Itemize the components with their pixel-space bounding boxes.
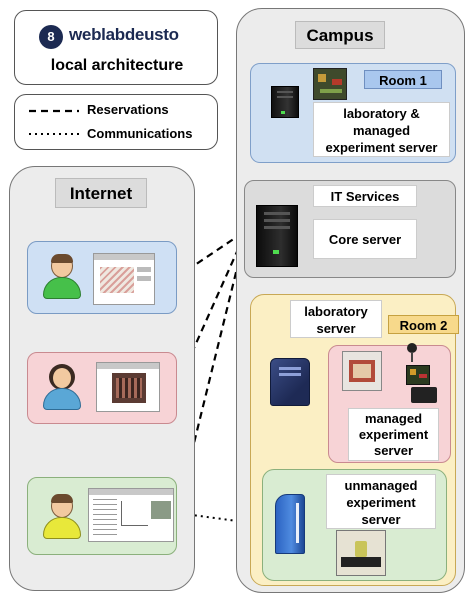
server-tower-icon (256, 205, 298, 267)
camera-icon (404, 343, 420, 365)
server-tower-icon (271, 86, 299, 118)
user-icon (43, 364, 81, 410)
user-icon (43, 254, 81, 300)
circuit-board-icon (313, 68, 347, 100)
user-icon (43, 494, 81, 540)
room1-label: Room 1 (364, 70, 442, 89)
room1-server-label: laboratory & managed experiment server (313, 102, 450, 157)
reservation-line-client3 (175, 239, 246, 513)
server-tower-icon (275, 494, 305, 554)
it-services-label: IT Services (313, 185, 417, 207)
communication-line-client3 (176, 512, 276, 527)
device-photo-icon (336, 530, 386, 576)
managed-server-label: managed experiment server (348, 408, 439, 461)
lab-screenshot (88, 488, 174, 542)
room2-label: Room 2 (388, 315, 459, 334)
lab-equipment-icon (342, 351, 382, 391)
unmanaged-server-label: unmanaged experiment server (326, 474, 436, 529)
campus-label: Campus (295, 21, 385, 49)
server-tower-icon (270, 358, 310, 406)
logo-icon: 8 (39, 25, 63, 49)
lab-screenshot (96, 362, 160, 412)
legend-reservations-label: Reservations (87, 102, 169, 117)
lab-screenshot (93, 253, 155, 305)
core-server-label: Core server (313, 219, 417, 259)
legend-swatches (29, 109, 79, 135)
legend: Reservations Communications (14, 94, 218, 150)
architecture-subtitle: local architecture (50, 57, 184, 74)
logo-text: weblabdeusto (69, 25, 179, 44)
device-box-icon (411, 387, 437, 403)
lab-server-label: laboratory server (290, 300, 382, 338)
legend-communications-label: Communications (87, 126, 193, 141)
board-icon (406, 365, 430, 385)
internet-label: Internet (55, 178, 147, 208)
brand-box: 8 weblabdeusto local architecture (14, 10, 218, 85)
